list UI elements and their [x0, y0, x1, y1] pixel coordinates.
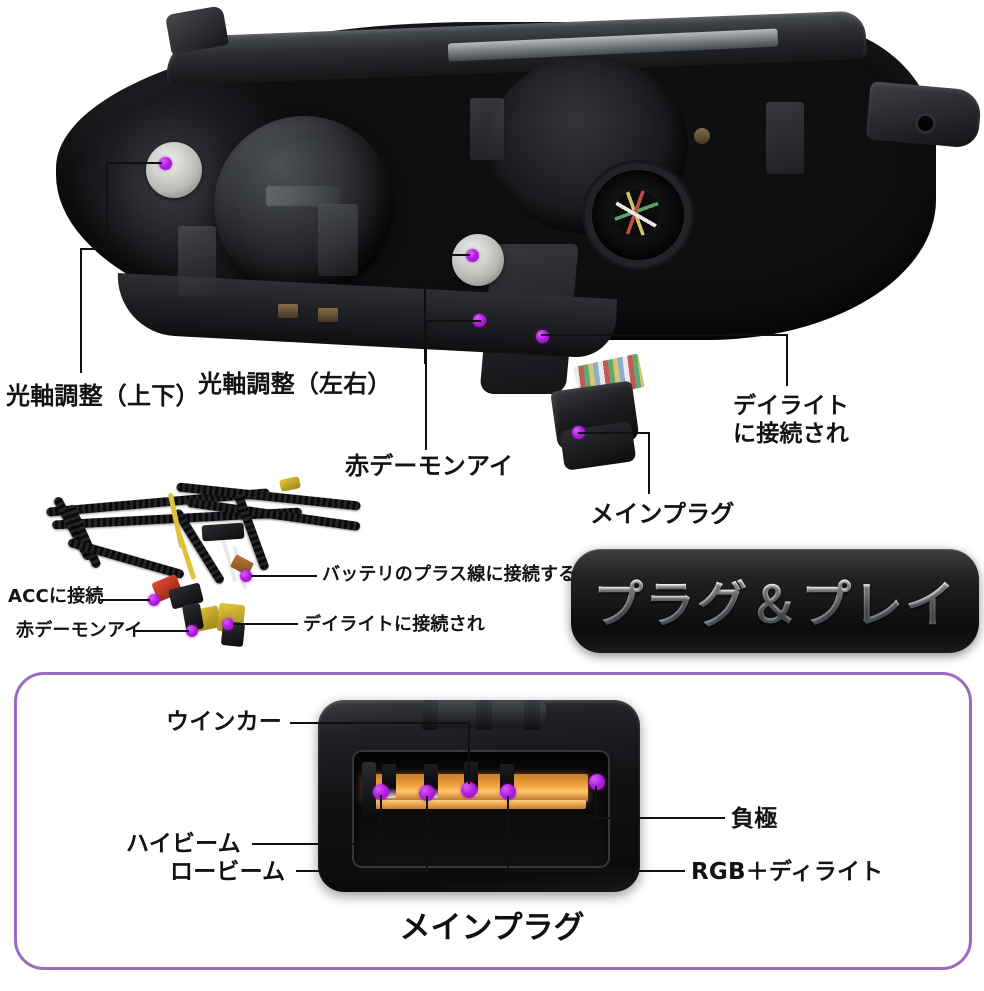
callout-low-beam-label: ロービーム	[170, 859, 286, 885]
headlight-main-plug-shroud	[559, 421, 637, 471]
leader-aim-vertical-v	[106, 162, 108, 249]
panel-caption: メインプラグ	[399, 910, 585, 946]
callout-red-demon-eye-harness-label: 赤デーモンアイ	[16, 620, 143, 641]
callout-turn-signal-label: ウインカー	[166, 709, 282, 735]
leader-battery-plus-h	[251, 575, 317, 577]
leader-rgb-drl-h	[507, 870, 685, 872]
plug-and-play-badge: プラグ＆プレイ	[571, 549, 979, 653]
leader-red-demon-eye-harness-h	[133, 630, 189, 632]
leader-main-plug-h	[578, 432, 650, 434]
vent-panel-2	[318, 204, 358, 276]
marker-pin-turn-signal	[461, 782, 477, 798]
marker-red-demon-eye-harness	[186, 625, 198, 637]
main-plug-photo	[318, 700, 640, 892]
callout-daytime-light-label: デイライト に接続され	[733, 393, 849, 448]
marker-aim-vertical	[159, 157, 172, 170]
inline-connector	[201, 522, 245, 542]
callout-acc-label: ACCに接続	[8, 586, 104, 607]
leader-daytime-light-harness-h	[233, 623, 298, 625]
leader-turn-signal-h	[290, 722, 470, 724]
plug-latch-tab-3	[524, 700, 540, 730]
bulb-socket	[592, 170, 684, 260]
callout-rgb-drl-label: RGB＋ディライト	[691, 859, 884, 885]
marker-pin-high-beam	[373, 784, 389, 800]
headlight-mounting-hole	[918, 116, 933, 131]
vent-panel-4	[766, 102, 804, 174]
aim-adjuster-horizontal-screw	[452, 234, 504, 286]
callout-daytime-light-harness-label: デイライトに接続され	[303, 614, 485, 635]
leader-aim-vertical-h2	[80, 248, 108, 250]
vent-panel-3	[470, 98, 504, 160]
leader-negative-v	[595, 786, 597, 819]
leader-turn-signal-v	[468, 722, 470, 784]
leader-high-beam-h	[252, 843, 382, 845]
leader-red-demon-eye-v	[425, 320, 427, 450]
marker-pin-low-beam	[419, 785, 435, 801]
marker-daytime-light-headlight	[536, 330, 549, 343]
callout-battery-plus-label: バッテリのプラス線に接続する	[322, 564, 577, 585]
plug-copper-edge	[364, 800, 586, 809]
aim-adjuster-vertical-screw	[146, 142, 202, 198]
terminal-yellow	[278, 476, 302, 492]
leader-aim-horizontal-v	[424, 254, 426, 364]
marker-daytime-light-harness	[222, 618, 234, 630]
leader-aim-vertical-h1	[106, 162, 162, 164]
leader-negative-h	[595, 817, 725, 819]
marker-pin-negative	[589, 774, 605, 790]
callout-red-demon-eye-label: 赤デーモンアイ	[345, 452, 514, 480]
leader-high-beam-v	[380, 795, 382, 845]
callout-aim-vertical-label: 光軸調整（上下）	[6, 382, 200, 410]
marker-pin-rgb-drl	[500, 784, 516, 800]
bulb-access-cap	[214, 116, 394, 294]
retainer-clip-2	[318, 308, 338, 322]
leader-aim-horizontal-h	[424, 254, 470, 256]
leader-daytime-light-v	[786, 334, 788, 386]
leader-red-demon-eye-h	[425, 320, 481, 322]
headlight-assembly-photo	[56, 5, 983, 471]
leader-aim-vertical-v2	[80, 248, 82, 373]
plug-latch-tab-2	[476, 700, 492, 730]
callout-aim-horizontal-label: 光軸調整（左右）	[198, 370, 392, 398]
screw-head	[694, 128, 710, 144]
callout-high-beam-label: ハイビーム	[126, 831, 241, 857]
leader-acc-h	[98, 599, 150, 601]
callout-main-plug-label: メインプラグ	[590, 500, 735, 528]
leader-daytime-light-h	[541, 334, 788, 336]
plug-and-play-badge-text: プラグ＆プレイ	[593, 565, 957, 637]
retainer-clip-1	[278, 304, 298, 318]
headlight-mounting-bracket	[865, 81, 983, 149]
leader-low-beam-v	[426, 796, 428, 872]
plug-latch-tab-1	[422, 700, 438, 730]
callout-negative-label: 負極	[731, 806, 778, 832]
leader-low-beam-h	[296, 870, 428, 872]
marker-acc	[148, 594, 160, 606]
leader-main-plug-v	[648, 432, 650, 494]
marker-aim-horizontal	[466, 249, 479, 262]
vent-panel-1	[178, 226, 216, 296]
leader-rgb-drl-v	[507, 796, 509, 872]
plug-side-rib	[362, 762, 376, 818]
marker-battery-plus	[240, 570, 252, 582]
